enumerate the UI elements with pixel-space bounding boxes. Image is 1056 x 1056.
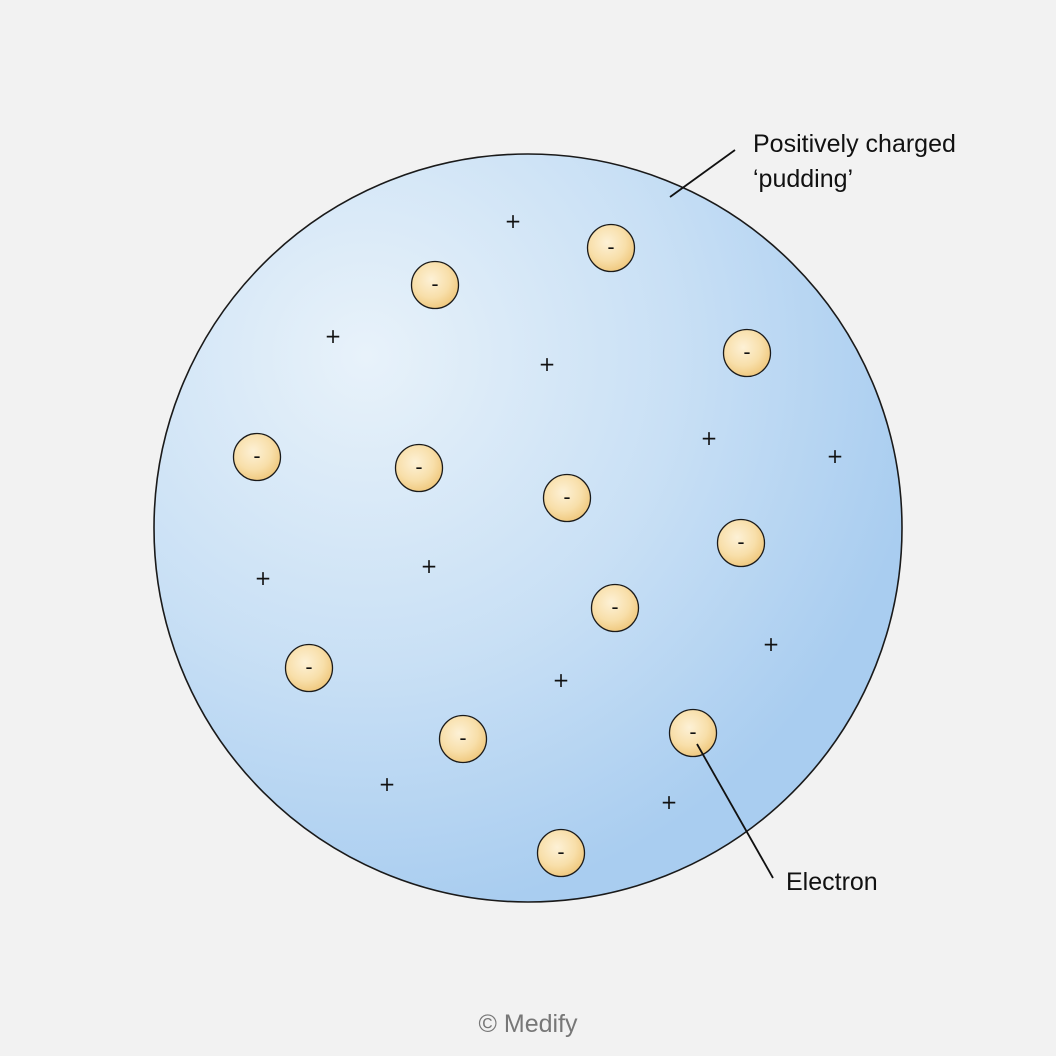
positive-charge-sign: + (539, 352, 556, 376)
positive-charge-sign: + (661, 790, 678, 814)
electron: - (586, 223, 636, 273)
electrons: - - - - - - - - - - - - (232, 223, 772, 878)
positive-charge-sign: + (763, 632, 780, 656)
electron: - (590, 583, 640, 633)
copyright-credit: © Medify (478, 1010, 578, 1038)
electron-circle (542, 473, 592, 523)
pudding-label-line1: Positively charged (753, 130, 956, 158)
electron-minus-sign: - (689, 720, 696, 744)
electron: - (722, 328, 772, 378)
electron-circle (586, 223, 636, 273)
electron: - (716, 518, 766, 568)
electron-minus-sign: - (611, 595, 618, 619)
electron-circle (284, 643, 334, 693)
electron-circle (410, 260, 460, 310)
electron-circle (394, 443, 444, 493)
positive-charge-sign: + (505, 209, 522, 233)
positive-charge-sign: + (421, 554, 438, 578)
electron-label: Electron (786, 868, 878, 896)
electron-minus-sign: - (415, 455, 422, 479)
electron-minus-sign: - (737, 530, 744, 554)
electron-minus-sign: - (305, 655, 312, 679)
electron-minus-sign: - (607, 235, 614, 259)
electron: - (284, 643, 334, 693)
positive-charge-sign: + (255, 566, 272, 590)
electron: - (438, 714, 488, 764)
electron-circle (590, 583, 640, 633)
electron: - (410, 260, 460, 310)
electron-minus-sign: - (459, 726, 466, 750)
positive-charge-sign: + (379, 772, 396, 796)
electron: - (536, 828, 586, 878)
electron-circle (668, 708, 718, 758)
positive-charge-sign: + (553, 668, 570, 692)
electron-minus-sign: - (253, 444, 260, 468)
pudding-leader-line (669, 149, 736, 198)
positive-charge-sign: + (325, 324, 342, 348)
electron-circle (536, 828, 586, 878)
electron: - (542, 473, 592, 523)
positive-charges: + + + + + + + + + + + (255, 209, 844, 814)
positive-charge-sign: + (827, 444, 844, 468)
electron-minus-sign: - (431, 272, 438, 296)
positive-pudding-sphere (153, 153, 903, 903)
electron-circle (716, 518, 766, 568)
electron-minus-sign: - (557, 840, 564, 864)
positive-charge-sign: + (701, 426, 718, 450)
electron-circle (232, 432, 282, 482)
electron-circle (722, 328, 772, 378)
electron-minus-sign: - (563, 485, 570, 509)
electron-minus-sign: - (743, 340, 750, 364)
electron: - (394, 443, 444, 493)
electron-leader-line (696, 743, 774, 879)
electron-circle (438, 714, 488, 764)
pudding-label-line2: ‘pudding’ (753, 165, 853, 193)
electron: - (232, 432, 282, 482)
electron: - (668, 708, 718, 758)
